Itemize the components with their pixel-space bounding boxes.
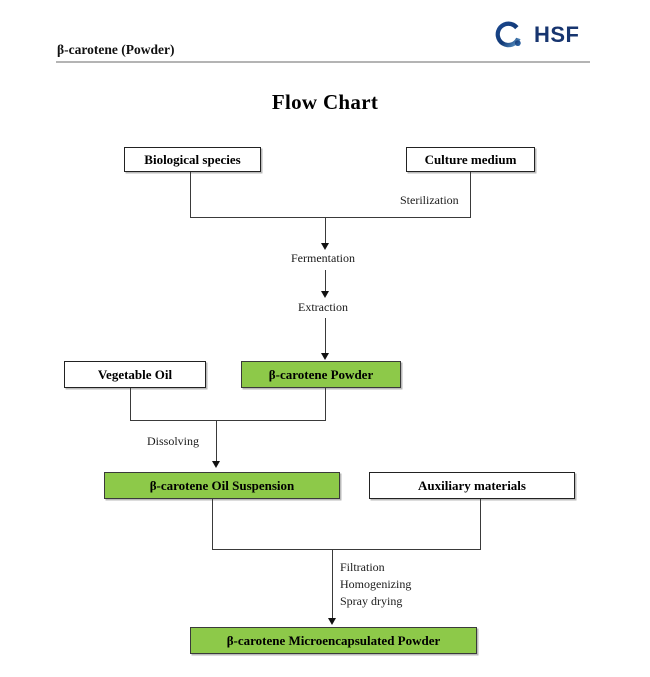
node-beta-carotene-oil-suspension: β-carotene Oil Suspension xyxy=(104,472,340,499)
connector-to-fermentation xyxy=(325,217,326,244)
arrowhead-fermentation xyxy=(320,243,329,250)
connector-fermentation-extraction xyxy=(325,270,326,292)
arrowhead-extraction xyxy=(320,291,329,298)
connector-row2-join xyxy=(130,420,326,421)
connector-biological-down xyxy=(190,172,191,218)
node-biological-species: Biological species xyxy=(124,147,261,172)
edge-label-homogenizing: Homogenizing xyxy=(340,577,412,591)
edge-label-sterilization: Sterilization xyxy=(400,193,459,207)
edge-label-spray-drying: Spray drying xyxy=(340,594,403,608)
node-beta-carotene-powder: β-carotene Powder xyxy=(241,361,401,388)
node-label: β-carotene Oil Suspension xyxy=(149,477,295,493)
connector-auxiliary-down xyxy=(480,499,481,550)
node-label: Biological species xyxy=(144,151,241,167)
node-vegetable-oil: Vegetable Oil xyxy=(64,361,206,388)
edge-label-filtration: Filtration xyxy=(340,560,385,574)
connector-row3-join xyxy=(212,549,481,550)
connector-to-final xyxy=(332,549,333,619)
arrowhead-suspension xyxy=(211,461,220,468)
node-label: Culture medium xyxy=(424,151,517,167)
brand-name: HSF xyxy=(534,22,580,47)
connector-extraction-powder xyxy=(325,318,326,354)
node-label: Vegetable Oil xyxy=(97,366,173,382)
connector-row1-join xyxy=(190,217,471,218)
hsf-circle-logo-icon xyxy=(495,21,521,48)
edge-label-dissolving: Dissolving xyxy=(147,434,200,448)
document-title: β-carotene (Powder) xyxy=(57,42,175,57)
connector-vegetable-oil-down xyxy=(130,388,131,421)
page-title: Flow Chart xyxy=(271,90,379,114)
edge-label-extraction: Extraction xyxy=(298,300,348,314)
connector-to-suspension xyxy=(216,420,217,462)
node-label: Auxiliary materials xyxy=(418,477,526,493)
node-auxiliary-materials: Auxiliary materials xyxy=(369,472,575,499)
brand-logo: HSF xyxy=(492,16,592,56)
connector-powder-down xyxy=(325,388,326,421)
node-beta-carotene-microencapsulated-powder: β-carotene Microencapsulated Powder xyxy=(190,627,477,654)
connector-culture-down xyxy=(470,172,471,218)
connector-suspension-down xyxy=(212,499,213,550)
edge-label-fermentation: Fermentation xyxy=(291,251,355,265)
node-label: β-carotene Microencapsulated Powder xyxy=(226,632,441,648)
header-divider xyxy=(56,61,590,63)
node-culture-medium: Culture medium xyxy=(406,147,535,172)
arrowhead-final xyxy=(327,618,336,625)
arrowhead-powder xyxy=(320,353,329,360)
node-label: β-carotene Powder xyxy=(268,366,374,382)
